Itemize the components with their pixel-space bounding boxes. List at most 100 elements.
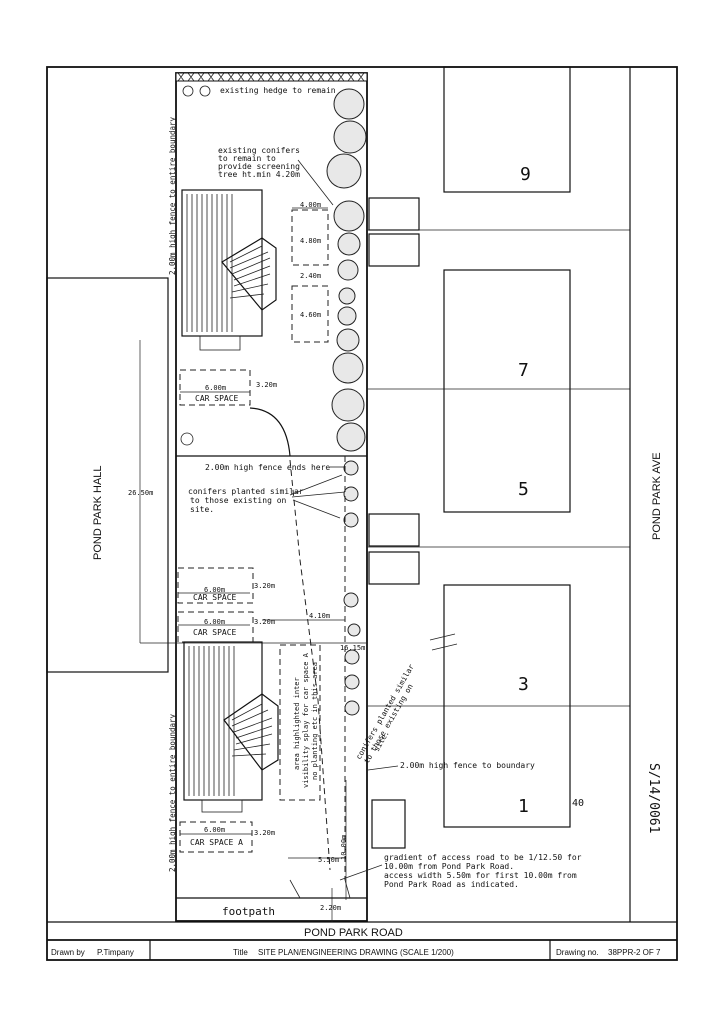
conifer-planted <box>343 460 359 476</box>
visibility-splay-area <box>279 644 321 801</box>
parking-bay <box>368 233 420 267</box>
car-space-label-2: CAR SPACE <box>193 593 237 602</box>
dim-2-20: 2.20m <box>320 904 341 912</box>
dim-6-00-c: 6.00m <box>204 618 225 626</box>
conifer-tree <box>337 306 357 326</box>
planted-leader <box>289 474 346 519</box>
title-label: Title <box>233 948 248 957</box>
wm-40: 40 <box>572 798 584 809</box>
gradient-leader <box>339 864 383 881</box>
visibility-note-2: visibility splay for car space A <box>302 652 310 788</box>
visibility-note-1: area highlighted inter <box>293 677 301 770</box>
dim-16-15: 16.15m <box>340 644 365 652</box>
car-space-label-3: CAR SPACE <box>193 628 237 637</box>
dim-3-20-a: 3.20m <box>256 381 277 389</box>
parking-bay <box>368 513 420 547</box>
car-space-middle-1 <box>177 567 254 604</box>
drawing-no-value: 38PPR-2 OF 7 <box>608 948 661 957</box>
car-space-a-label: CAR SPACE A <box>190 838 243 847</box>
house-top-bay-hatch <box>229 245 271 299</box>
dim-6-00-b: 6.00m <box>204 586 225 594</box>
pond-park-ave-label: POND PARK AVE <box>651 452 663 540</box>
house-bottom-bay <box>223 693 279 771</box>
dim-5-50: 5.50m <box>318 856 339 864</box>
garden-plot <box>291 285 329 343</box>
planted-right-note-2: to those existing on <box>362 682 415 765</box>
house-top-bay <box>221 237 277 311</box>
conifer-planted <box>343 592 359 608</box>
road-name: POND PARK ROAD <box>304 927 403 939</box>
conifer-tree <box>336 328 360 352</box>
conifer-planted <box>343 486 359 502</box>
garden-plot <box>291 209 329 266</box>
plot-5-number: 5 <box>518 479 529 500</box>
fence-ends-label: 2.00m high fence ends here <box>205 463 330 472</box>
dim-4-60: 4.60m <box>300 311 321 319</box>
house-top-roof-hatch <box>186 194 233 332</box>
conifer-planted <box>344 700 360 716</box>
house-top-step <box>199 335 241 351</box>
drawing-border <box>46 66 678 961</box>
plot-9-building <box>443 66 571 193</box>
conifer-tree <box>336 422 366 452</box>
car-space-label-1: CAR SPACE <box>195 394 239 403</box>
hedge-hatch <box>177 72 365 82</box>
house-bottom-bay-hatch <box>231 703 273 757</box>
planning-reference: S/14/0061 <box>646 763 661 833</box>
dim-4-10: 4.10m <box>309 612 330 620</box>
pond-park-hall-label: POND PARK HALL <box>92 465 104 560</box>
dim-4-00: 4.00m <box>300 201 321 209</box>
car-space-middle-2 <box>177 611 254 643</box>
dim-2-40: 2.40m <box>300 272 321 280</box>
small-shrub <box>199 85 211 97</box>
gradient-note-4: Pond Park Road as indicated. <box>384 880 519 889</box>
house-bottom-main <box>183 641 263 801</box>
conifer-tree <box>337 232 361 256</box>
small-shrub <box>180 432 194 446</box>
planted-note-3: site. <box>190 505 214 514</box>
gradient-note-1: gradient of access road to be 1/12.50 fo… <box>384 853 582 862</box>
dim-10-00: 10.00m <box>340 835 348 860</box>
house-bottom-roof-hatch <box>188 646 235 796</box>
conifer-tree <box>333 200 365 232</box>
car-space-upper <box>179 369 251 406</box>
car-space-a <box>179 821 253 853</box>
plot-1-number: 1 <box>518 796 529 817</box>
fence-label-left-top: 2.00m high fence to entire boundary <box>168 116 177 275</box>
conifers-note-2: to remain to <box>218 154 276 163</box>
conifer-tree <box>333 120 367 154</box>
plot-7-5-building <box>443 269 571 513</box>
small-shrub <box>182 85 194 97</box>
plot-7-number: 7 <box>518 360 529 381</box>
dim-3-20-d: 3.20m <box>254 829 275 837</box>
conifer-tree <box>338 287 356 305</box>
planted-note-1: conifers planted similar <box>188 487 304 496</box>
break-marks <box>429 633 458 651</box>
driveway-curve <box>249 407 291 457</box>
visibility-note-3: no planting etc in this area <box>311 662 319 780</box>
plot-9-number: 9 <box>520 164 531 185</box>
conifer-planted <box>344 649 360 665</box>
parking-bay <box>368 551 420 585</box>
fence-boundary-leader <box>367 765 399 771</box>
conifer-planted <box>343 512 359 528</box>
fence-boundary-label: 2.00m high fence to boundary <box>400 761 535 770</box>
dim-6-00-d: 6.00m <box>204 826 225 834</box>
drawing-title: SITE PLAN/ENGINEERING DRAWING (SCALE 1/2… <box>258 948 454 957</box>
access-splay <box>289 879 351 899</box>
dim-3-20-b: 3.20m <box>254 582 275 590</box>
planted-note-2: to those existing on <box>190 496 287 505</box>
conifer-tree <box>332 352 364 384</box>
conifer-planted <box>347 623 361 637</box>
conifer-planted <box>344 674 360 690</box>
drawing-no-label: Drawing no. <box>556 948 599 957</box>
gradient-note-3: access width 5.50m for first 10.00m from <box>384 871 577 880</box>
driveway-dash <box>289 459 331 871</box>
conifer-tree <box>337 259 359 281</box>
conifers-leader <box>297 159 334 206</box>
conifers-note-4: tree ht.min 4.20m <box>218 170 300 179</box>
conifers-note-3: provide screening <box>218 162 300 171</box>
hedge-label: existing hedge to remain <box>220 86 336 95</box>
gradient-note-2: 10.00m from Pond Park Road. <box>384 862 514 871</box>
